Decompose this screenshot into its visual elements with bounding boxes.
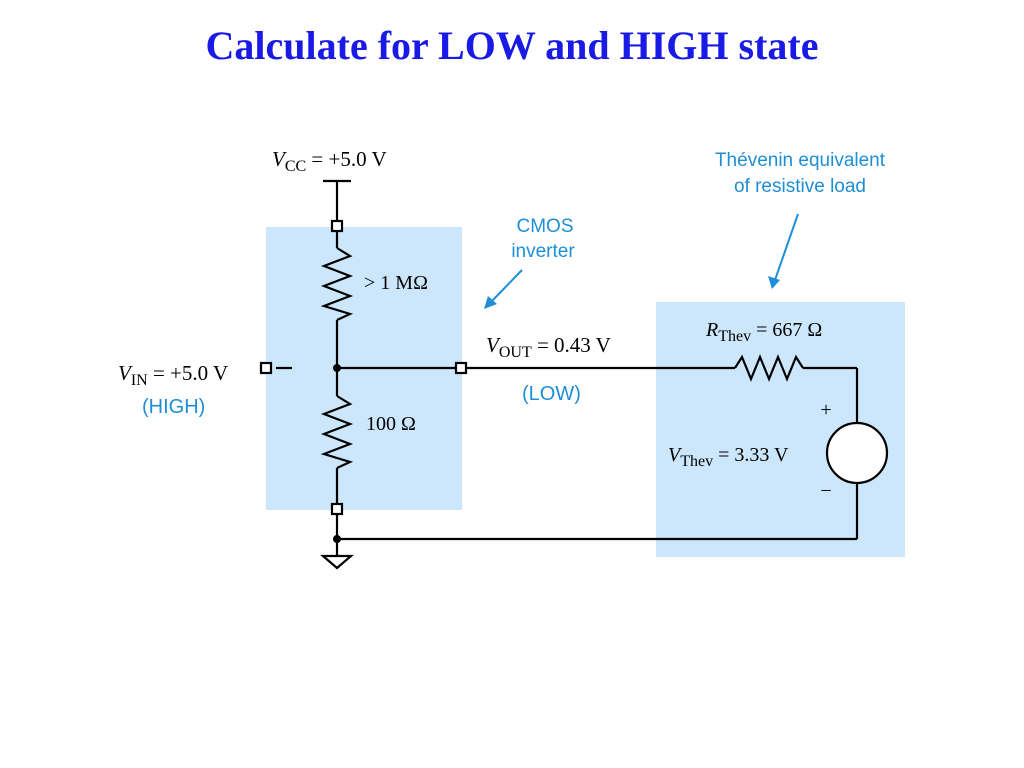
thevenin-note-line1: Thévenin equivalent [715,150,886,171]
cmos-arrow-icon [484,269,523,309]
ground-terminal [330,502,344,516]
vcc-terminal [330,219,344,233]
resistor-top-label: > 1 MΩ [364,272,428,294]
vin-state-label: (HIGH) [142,396,205,418]
vout-terminal [454,361,468,375]
source-minus-sign: − [820,480,831,502]
vout-label: VOUT = 0.43 V [486,333,611,361]
cmos-note-line2: inverter [511,241,575,262]
resistor-bottom-icon [320,395,354,469]
ground-node-dot [333,535,341,543]
vcc-supply [323,179,351,221]
resistor-bottom-label: 100 Ω [366,413,416,435]
slide-title: Calculate for LOW and HIGH state [205,23,819,68]
voltage-source-icon [825,421,889,485]
ground-icon [320,554,354,570]
thevenin-note-line2: of resistive load [734,176,866,197]
source-plus-sign: + [820,399,831,421]
vin-label: VIN = +5.0 V [118,361,228,389]
vthev-label: VThev = 3.33 V [668,444,789,470]
resistor-thevenin-icon [734,354,804,382]
resistor-top-icon [320,247,354,321]
rthev-label: RThev = 667 Ω [705,319,822,345]
vcc-label: VCC = +5.0 V [272,147,387,175]
thevenin-arrow-icon [768,213,799,289]
cmos-note-line1: CMOS [517,216,574,237]
vout-state-label: (LOW) [522,383,581,405]
vin-terminal [259,361,273,375]
